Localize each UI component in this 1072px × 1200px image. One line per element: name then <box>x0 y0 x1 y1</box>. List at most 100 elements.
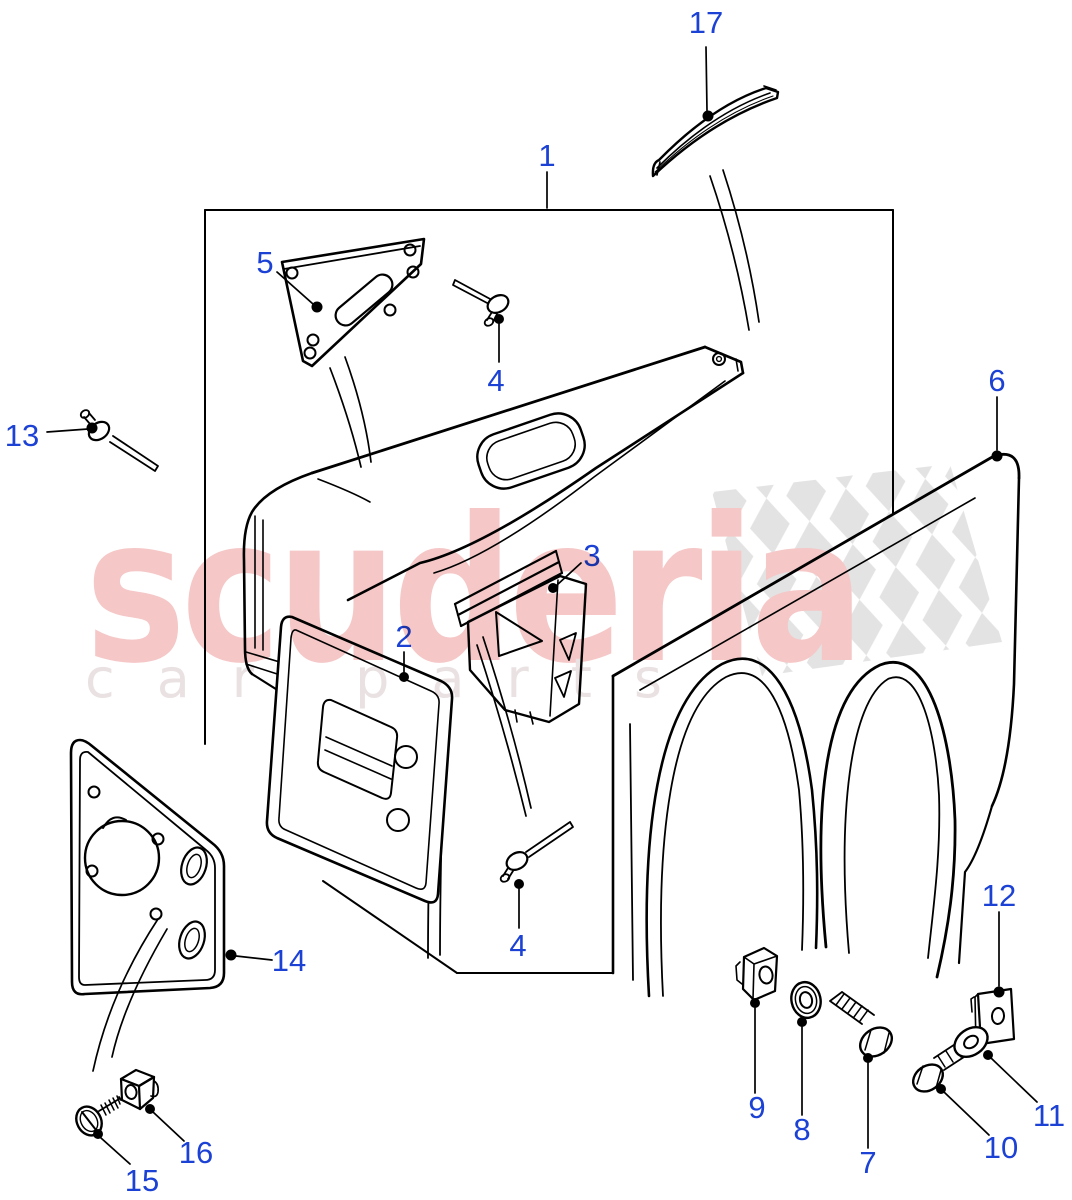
callout-label-9[interactable]: 9 <box>748 1090 765 1125</box>
dot-7 <box>863 1053 873 1063</box>
part-3-fold-line <box>549 579 559 717</box>
callout-label-17[interactable]: 17 <box>689 5 723 40</box>
leader-10 <box>943 1091 990 1136</box>
part-16-clip-nut <box>119 1068 160 1111</box>
screw-15-slot <box>81 1111 97 1131</box>
wing-top-tip-cap <box>735 358 739 372</box>
screw-15-threads <box>100 1095 121 1116</box>
part-14-outline <box>69 738 226 996</box>
cowl-inner-curve <box>317 478 371 503</box>
washer-8-inner <box>798 991 814 1009</box>
callout-label-3[interactable]: 3 <box>583 538 600 573</box>
callout-4-upper[interactable]: 4 <box>487 314 505 398</box>
rivet-4b-shaft <box>525 821 574 858</box>
fender-rear-edge <box>957 804 994 965</box>
callout-7[interactable]: 7 <box>859 1053 877 1180</box>
rivet-4a-shaft <box>452 279 493 305</box>
dot-4-upper <box>494 314 504 324</box>
part-14-lamp-hole <box>83 819 161 897</box>
leader-14 <box>235 955 273 961</box>
nut-16-hole <box>124 1084 138 1100</box>
rivet-13-shaft <box>109 435 159 472</box>
clip-9-flange <box>735 961 743 985</box>
callout-10[interactable]: 10 <box>936 1084 1018 1165</box>
part-2-outline <box>265 615 454 904</box>
dot-16 <box>145 1104 155 1114</box>
part-3-leader-curves <box>476 636 532 817</box>
clip-9-hole <box>758 965 774 985</box>
dot-8 <box>797 1017 807 1027</box>
dot-3 <box>548 583 558 593</box>
callout-8[interactable]: 8 <box>793 1017 811 1147</box>
callout-label-11[interactable]: 11 <box>1033 1098 1065 1133</box>
bolt-7-head <box>859 1026 893 1058</box>
clip-9-fold <box>743 955 778 1000</box>
callout-12[interactable]: 12 <box>982 878 1016 998</box>
callout-14[interactable]: 14 <box>225 943 307 978</box>
callout-label-10[interactable]: 10 <box>984 1130 1018 1165</box>
callout-5[interactable]: 5 <box>256 245 323 313</box>
part-5-flange-line <box>283 245 421 270</box>
part-14-small-holes <box>85 785 165 921</box>
part-17-strip <box>651 85 780 331</box>
dot-2 <box>399 672 409 682</box>
callout-label-13[interactable]: 13 <box>5 418 39 453</box>
callout-13[interactable]: 13 <box>5 418 98 453</box>
callout-label-2[interactable]: 2 <box>395 619 412 654</box>
part-2-access-panel <box>265 615 454 904</box>
fender-front-inner-line <box>629 723 634 981</box>
inner-wing-lower-edge <box>322 880 458 974</box>
callout-1[interactable]: 1 <box>538 138 556 209</box>
rivet-4a-head <box>486 294 510 314</box>
wing-top-bottom-edge <box>346 371 745 602</box>
part-3-triangle-hole <box>495 611 543 657</box>
callout-label-5[interactable]: 5 <box>256 245 273 280</box>
part-14-oval-hole-2 <box>178 920 206 960</box>
callout-label-4-upper[interactable]: 4 <box>487 363 504 398</box>
part-2-hole-2 <box>386 808 410 832</box>
part-17-end-details <box>656 85 777 176</box>
callout-15[interactable]: 15 <box>93 1129 159 1198</box>
callout-label-14[interactable]: 14 <box>272 943 306 978</box>
callout-16[interactable]: 16 <box>145 1104 213 1170</box>
callout-label-6[interactable]: 6 <box>988 363 1005 398</box>
part-8-washer <box>790 980 822 1020</box>
part-5-holes <box>285 243 420 360</box>
callout-2[interactable]: 2 <box>395 619 413 682</box>
leader-3 <box>556 562 582 586</box>
dot-6 <box>991 450 1003 462</box>
washer-11-outer <box>953 1025 989 1059</box>
callout-3[interactable]: 3 <box>548 538 601 593</box>
part-14-oval-hole-1 <box>180 846 208 886</box>
callout-label-12[interactable]: 12 <box>982 878 1016 913</box>
washer-8-rim <box>794 985 818 1015</box>
callout-label-16[interactable]: 16 <box>179 1135 213 1170</box>
cowl-vertical-lines <box>254 515 264 651</box>
callout-17[interactable]: 17 <box>689 5 723 122</box>
part-2-opening <box>316 698 399 800</box>
leader-13 <box>46 428 89 433</box>
dot-17 <box>702 110 714 122</box>
callout-4-lower[interactable]: 4 <box>509 879 527 963</box>
callout-11[interactable]: 11 <box>983 1050 1065 1133</box>
part-13-rivet <box>79 409 159 472</box>
inner-arch-inner <box>660 672 805 997</box>
callout-label-8[interactable]: 8 <box>793 1112 810 1147</box>
callout-label-15[interactable]: 15 <box>125 1163 159 1198</box>
part-3-bracket <box>453 549 588 817</box>
dot-5 <box>311 301 323 313</box>
callout-label-7[interactable]: 7 <box>859 1145 876 1180</box>
bolt-7-head-facets <box>864 1029 890 1054</box>
part-7-bolt <box>829 991 893 1058</box>
dot-12 <box>993 986 1005 998</box>
part-17-inner-line-2 <box>654 95 774 173</box>
callout-label-4-lower[interactable]: 4 <box>509 928 526 963</box>
callout-6[interactable]: 6 <box>988 363 1006 462</box>
part-3-side-holes <box>554 632 577 698</box>
wing-top-crease <box>433 380 726 574</box>
callout-label-1[interactable]: 1 <box>538 138 555 173</box>
callout-9[interactable]: 9 <box>748 998 766 1125</box>
dot-15 <box>93 1129 103 1139</box>
part-17-leader-curves <box>709 169 760 331</box>
